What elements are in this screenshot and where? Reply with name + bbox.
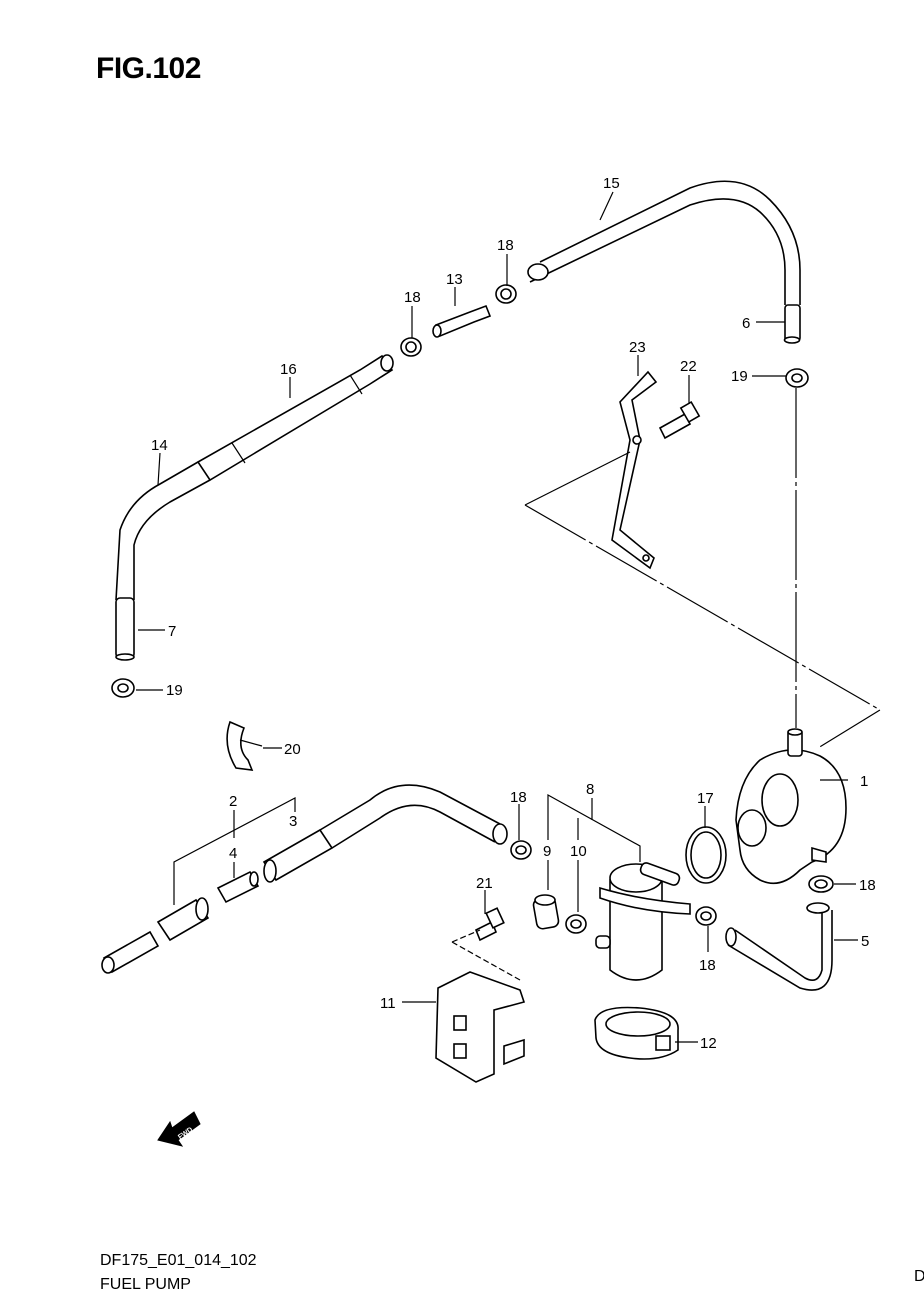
edge-character: D	[914, 1268, 924, 1285]
callout-2: 2	[229, 793, 237, 810]
o-ring-17[interactable]	[685, 826, 727, 884]
callout-5: 5	[861, 933, 869, 950]
clamp-10[interactable]	[565, 914, 587, 934]
fwd-arrow: FWD	[157, 1111, 201, 1147]
callout-22: 22	[680, 358, 697, 375]
callout-18-d: 18	[859, 877, 876, 894]
clamp-18-top[interactable]	[495, 284, 517, 304]
hose-6[interactable]	[783, 304, 801, 344]
hose-2[interactable]	[156, 897, 210, 942]
callout-11: 11	[380, 995, 396, 1012]
callout-8: 8	[586, 781, 594, 798]
diagram-code: DF175_E01_014_102	[100, 1252, 257, 1269]
fuel-filter-8[interactable]	[595, 862, 691, 981]
callout-18-c: 18	[510, 789, 527, 806]
clip-20[interactable]	[226, 720, 263, 771]
callout-23: 23	[629, 339, 646, 356]
clamp-18-second[interactable]	[400, 337, 422, 357]
callout-16: 16	[280, 361, 297, 378]
callout-labels: 1 2 3 4 5 6 7 8 9 10 11 12 13 14 15 16 1…	[151, 175, 876, 1052]
callout-18-b: 18	[404, 289, 421, 306]
bolt-22[interactable]	[658, 400, 701, 440]
callout-12: 12	[700, 1035, 717, 1052]
callout-3: 3	[289, 813, 297, 830]
callout-1: 1	[860, 773, 868, 790]
clamp-19-left[interactable]	[111, 678, 135, 698]
bolt-21[interactable]	[474, 907, 505, 942]
filter-holder-12[interactable]	[594, 1006, 679, 1060]
callout-13: 13	[446, 271, 463, 288]
clamp-18-filter[interactable]	[695, 906, 717, 926]
callout-20: 20	[284, 741, 301, 758]
callout-bracket-8-9-10	[547, 793, 641, 912]
clamp-18-pump[interactable]	[808, 875, 834, 893]
callout-19-b: 19	[166, 682, 183, 699]
callout-bracket-2-3	[173, 797, 296, 905]
hose-5[interactable]	[725, 902, 833, 991]
joint-4[interactable]	[216, 870, 260, 904]
callout-9: 9	[543, 843, 551, 860]
callout-21: 21	[476, 875, 493, 892]
diagram-name: FUEL PUMP	[100, 1276, 191, 1293]
fuel-pump-1[interactable]	[735, 728, 847, 885]
hose-14[interactable]	[115, 461, 211, 601]
hose-7[interactable]	[115, 597, 135, 661]
hose-end-lower-left[interactable]	[101, 930, 160, 974]
callout-4: 4	[229, 845, 237, 862]
callout-6: 6	[742, 315, 750, 332]
callout-18-e: 18	[699, 957, 716, 974]
callout-18-a: 18	[497, 237, 514, 254]
guide-lines	[524, 388, 882, 749]
callout-19-a: 19	[731, 368, 748, 385]
joint-13[interactable]	[432, 304, 492, 338]
callout-15: 15	[603, 175, 620, 192]
bracket-23[interactable]	[611, 370, 658, 570]
sleeve-9[interactable]	[532, 894, 560, 930]
callout-17: 17	[697, 790, 714, 807]
figure-title: FIG.102	[96, 52, 201, 85]
callout-7: 7	[168, 623, 176, 640]
clamp-18-lower[interactable]	[510, 840, 532, 860]
hose-3[interactable]	[262, 784, 508, 883]
bracket-11[interactable]	[435, 971, 526, 1083]
clamp-19-right[interactable]	[785, 368, 809, 388]
callout-14: 14	[151, 437, 168, 454]
hose-15[interactable]	[527, 180, 801, 305]
leader-lines	[136, 191, 858, 1043]
callout-10: 10	[570, 843, 587, 860]
